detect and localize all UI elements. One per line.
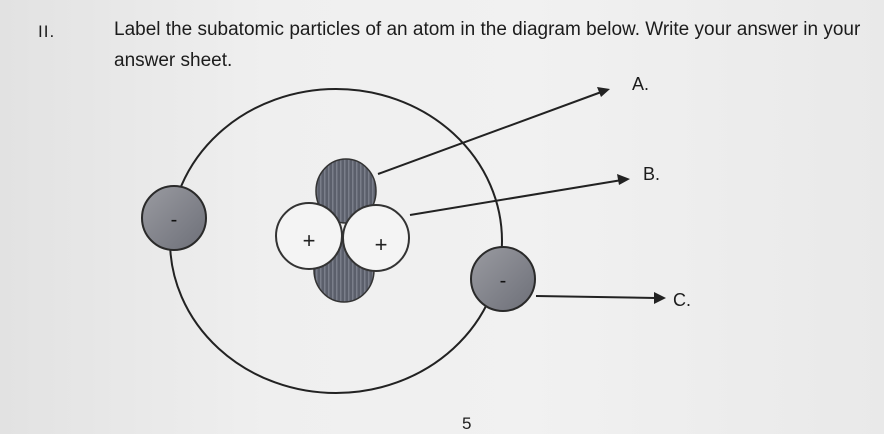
proton-left bbox=[275, 202, 343, 270]
electron-sign-left: - bbox=[171, 209, 178, 231]
pointer-line-a bbox=[377, 90, 605, 175]
arrowhead-b bbox=[617, 174, 630, 185]
arrowhead-a bbox=[597, 87, 610, 97]
label-a: A. bbox=[632, 74, 650, 94]
electron-sign-right: - bbox=[500, 270, 507, 292]
question-number: II. bbox=[38, 22, 56, 41]
pointer-line-c bbox=[535, 295, 657, 299]
label-c: C. bbox=[673, 290, 691, 310]
electron-left bbox=[141, 185, 207, 251]
electron-right bbox=[470, 246, 536, 312]
arrowhead-c bbox=[654, 292, 666, 304]
label-b: B. bbox=[643, 164, 661, 184]
proton-right bbox=[342, 204, 410, 272]
proton-sign-left: + bbox=[303, 228, 316, 253]
proton-sign-right: + bbox=[375, 232, 388, 257]
pointer-line-b bbox=[409, 179, 623, 216]
page-number: 5 bbox=[462, 414, 472, 433]
question-text: Label the subatomic particles of an atom… bbox=[114, 19, 861, 71]
